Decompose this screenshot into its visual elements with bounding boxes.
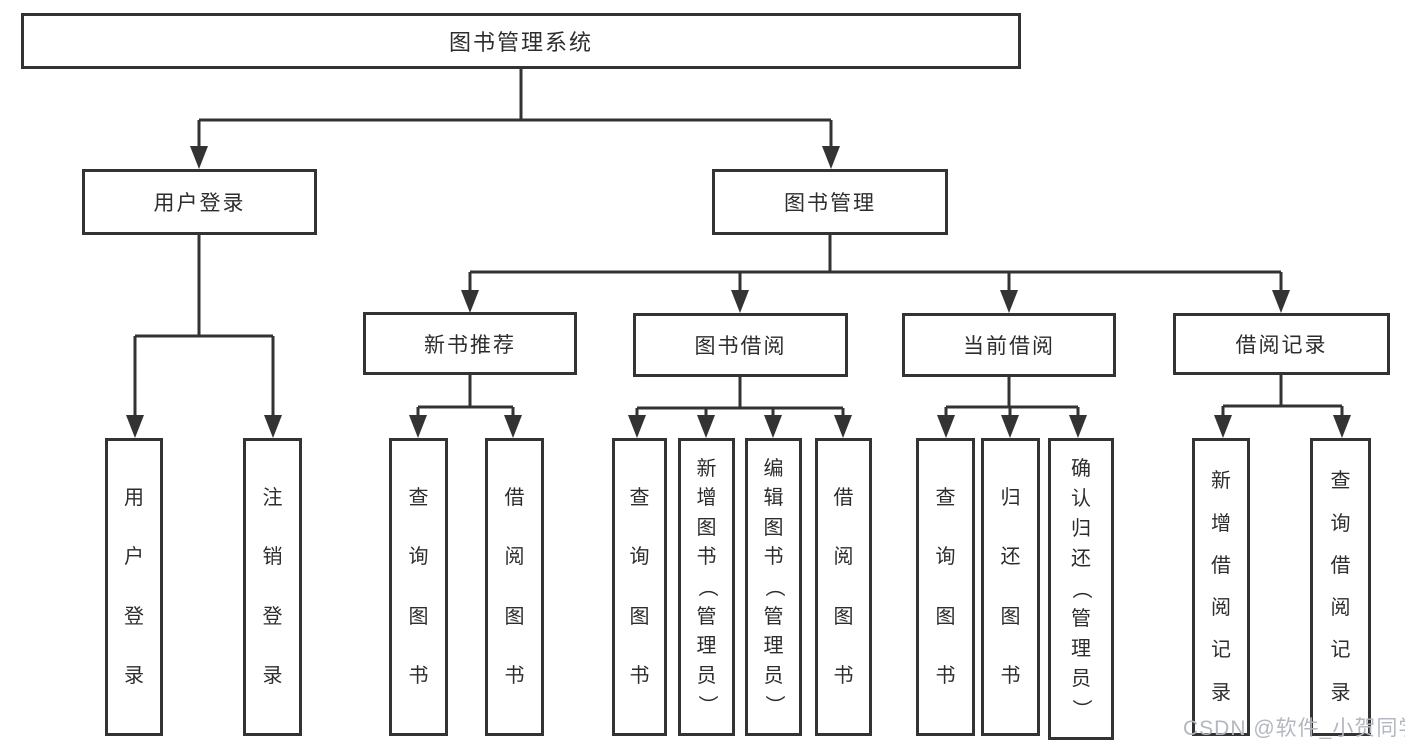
node-current-borrow: 当前借阅 [902,313,1116,377]
node-leaf-query-record: 查询借阅记录 [1310,438,1371,736]
node-leaf-edit-book: 编辑图书（管理员） [745,438,802,736]
node-leaf-add-record: 新增借阅记录 [1192,438,1250,736]
csdn-watermark: CSDN @软件_小贺同学 [1183,717,1405,740]
node-borrow-record: 借阅记录 [1173,313,1390,375]
connector-new-book-rec-to-leaves [409,375,522,438]
node-book-borrow: 图书借阅 [633,313,848,377]
connector-book-mgmt-to-level3 [461,235,1290,313]
node-leaf-borrow-book-rec: 借阅图书 [485,438,544,736]
node-leaf-borrow-book-borrow: 借阅图书 [815,438,872,736]
node-leaf-query-book-borrow: 查询图书 [612,438,667,736]
connector-current-borrow-to-leaves [937,377,1087,438]
node-leaf-confirm-return: 确认归还（管理员） [1048,438,1114,740]
node-leaf-query-book-current: 查询图书 [916,438,975,736]
node-user-login: 用户登录 [82,169,317,235]
node-book-mgmt: 图书管理 [712,169,948,235]
node-leaf-logout: 注销登录 [243,438,302,736]
node-new-book-rec: 新书推荐 [363,312,577,375]
node-root: 图书管理系统 [21,13,1021,69]
connector-book-borrow-to-leaves [628,377,852,438]
node-leaf-add-book: 新增图书（管理员） [678,438,735,736]
node-leaf-query-book-rec: 查询图书 [389,438,448,736]
node-leaf-user-login: 用户登录 [105,438,163,736]
connector-borrow-record-to-leaves [1214,374,1351,438]
node-leaf-return-book: 归还图书 [981,438,1040,736]
connector-user-login-to-leaves [126,235,282,438]
connector-root-to-level2 [190,69,840,169]
